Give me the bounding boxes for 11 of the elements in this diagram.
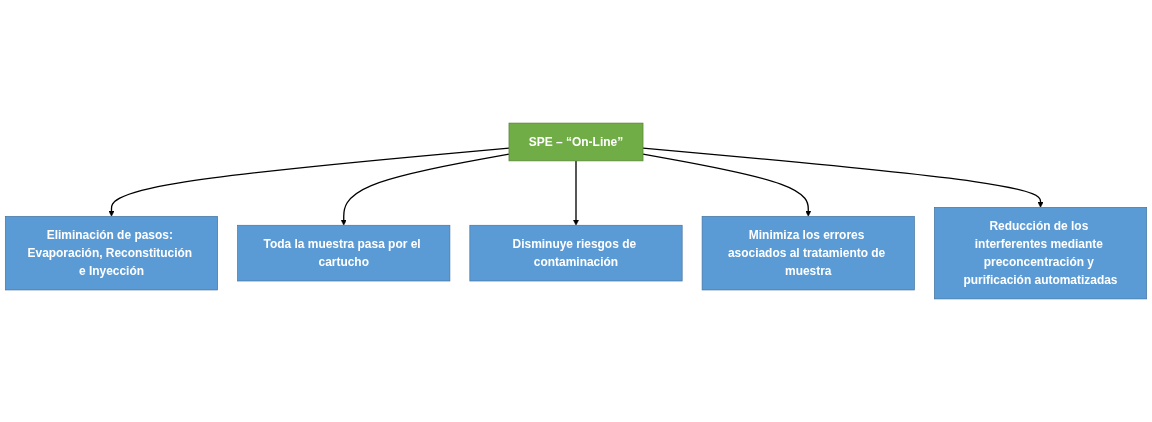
node-box: Eliminación de pasos: Evaporación, Reconstitución e Inyección [4, 216, 218, 291]
node-box: Disminuye riesgos de contaminación [469, 224, 683, 282]
node-box: SPE – “On-Line” [508, 122, 644, 162]
arrow [642, 147, 1044, 208]
arrow [108, 147, 510, 217]
node-box: Toda la muestra pasa por el cartucho [237, 224, 451, 282]
node-box: Minimiza los errores asociados al tratamiento de muestra [701, 216, 915, 291]
arrow [642, 153, 812, 217]
node-box: Reducción de los interferentes mediante preconcentración y purificación automatizadas [934, 207, 1147, 300]
arrow [340, 153, 510, 226]
arrow [573, 160, 579, 226]
